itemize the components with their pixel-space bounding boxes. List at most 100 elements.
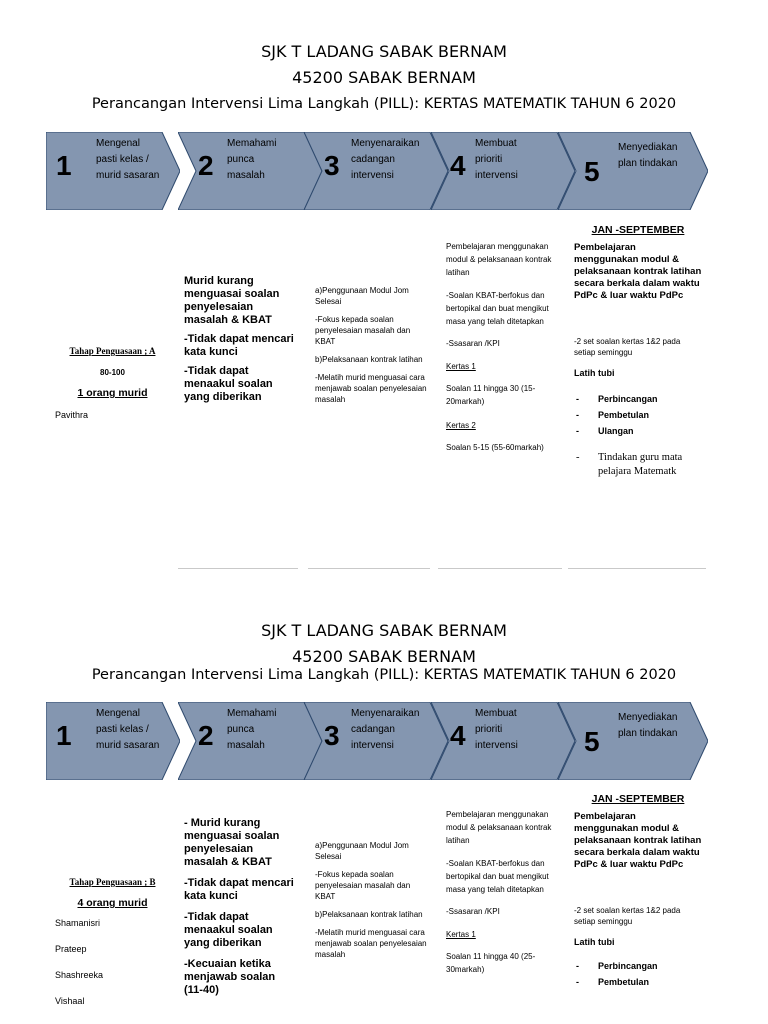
- mastery-level: Tahap Penguasaan ; A: [69, 346, 156, 356]
- step-number: 2: [198, 720, 214, 751]
- suggestion-item: -Fokus kepada soalan penyelesaian masala…: [315, 315, 411, 346]
- root-cause-item: - Murid kurang menguasai soalan penyeles…: [184, 817, 280, 868]
- step-label: Menyediakan plan tindakan: [618, 712, 678, 739]
- plan-sets: -2 set soalan kertas 1&2 pada setiap sem…: [574, 906, 681, 926]
- step-label: Menyenaraikan cadangan intervensi: [351, 138, 420, 181]
- period-label: JAN -SEPTEMBER: [591, 224, 685, 236]
- priority-kpi: -Ssasaran /KPI: [446, 907, 500, 916]
- drill-label: Latih tubi: [574, 368, 615, 378]
- root-cause-item: Murid kurang menguasai soalan penyelesai…: [184, 275, 280, 326]
- student-name: Vishaal: [55, 996, 85, 1006]
- pill-section-1: SJK T LADANG SABAK BERNAM 45200 SABAK BE…: [0, 0, 768, 590]
- step-2-chevron: 2 Memahami punca masalah: [178, 132, 322, 210]
- paper-2-label: Kertas 2: [446, 421, 476, 430]
- priority-intro: Pembelajaran menggunakan modul & pelaksa…: [446, 810, 552, 845]
- step-1-chevron: 1 Mengenal pasti kelas / murid sasaran: [46, 132, 180, 210]
- school-name: SJK T LADANG SABAK BERNAM: [261, 621, 507, 640]
- step-number: 2: [198, 150, 214, 181]
- paper-2-text: Soalan 5-15 (55-60markah): [446, 443, 544, 452]
- column-3-frame: [308, 218, 430, 569]
- student-name: Shamanisri: [55, 918, 101, 928]
- plan-title: Perancangan Intervensi Lima Langkah (PIL…: [91, 667, 677, 683]
- paper-1-text: Soalan 11 hingga 40 (25-30markah): [446, 952, 536, 974]
- drill-item: Pembetulan: [574, 974, 702, 990]
- step-number: 1: [56, 150, 72, 181]
- school-address: 45200 SABAK BERNAM: [292, 68, 476, 87]
- student-name: Pavithra: [55, 410, 89, 420]
- paper-1-label: Kertas 1: [446, 362, 476, 371]
- action-item: Tindakan guru mata pelajara Matematk: [574, 451, 702, 479]
- action-plan-column: JAN -SEPTEMBER Pembelajaran menggunakan …: [574, 793, 702, 990]
- column-2-frame: [178, 218, 298, 569]
- drill-list: Perbincangan Pembetulan Ulangan: [574, 391, 702, 439]
- school-address: 45200 SABAK BERNAM: [292, 647, 476, 666]
- drill-list: Perbincangan Pembetulan: [574, 958, 702, 990]
- step-3-chevron: 3 Menyenaraikan cadangan intervensi: [304, 702, 448, 780]
- step-chevrons: 1 Mengenal pasti kelas / murid sasaran 2…: [46, 132, 710, 210]
- student-count: 4 orang murid: [77, 897, 148, 909]
- step-label: Mengenal pasti kelas / murid sasaran: [96, 708, 160, 751]
- root-cause-item: -Tidak dapat mencari kata kunci: [184, 877, 294, 902]
- step-label: Memahami punca masalah: [227, 138, 277, 181]
- step-label: Menyenaraikan cadangan intervensi: [351, 708, 420, 751]
- drill-item: Pembetulan: [574, 407, 702, 423]
- root-cause-item: -Tidak dapat menaakul soalan yang diberi…: [184, 911, 273, 949]
- drill-item: Perbincangan: [574, 958, 702, 974]
- step-number: 1: [56, 720, 72, 751]
- step-label: Membuat prioriti intervensi: [475, 708, 518, 751]
- suggestion-item: -Melatih murid menguasai cara menjawab s…: [315, 373, 427, 404]
- suggestion-item: -Fokus kepada soalan penyelesaian masala…: [315, 870, 411, 901]
- priority-kbat: -Soalan KBAT-berfokus dan bertopikal dan…: [446, 291, 549, 326]
- root-cause-column: - Murid kurang menguasai soalan penyeles…: [184, 817, 294, 997]
- step-5-chevron: 5 Menyediakan plan tindakan: [558, 132, 708, 210]
- period-label: JAN -SEPTEMBER: [591, 793, 685, 805]
- priority-kpi: -Ssasaran /KPI: [446, 339, 500, 348]
- suggestion-item: a)Penggunaan Modul Jom Selesai: [315, 841, 409, 861]
- root-cause-column: Murid kurang menguasai soalan penyelesai…: [184, 275, 294, 404]
- root-cause-item: -Tidak dapat mencari kata kunci: [184, 333, 294, 358]
- drill-item: Ulangan: [574, 423, 702, 439]
- step-2-chevron: 2 Memahami punca masalah: [178, 702, 322, 780]
- drill-label: Latih tubi: [574, 937, 615, 947]
- root-cause-item: -Tidak dapat menaakul soalan yang diberi…: [184, 365, 273, 403]
- suggestion-item: b)Pelaksanaan kontrak latihan: [315, 355, 423, 364]
- intervention-suggestions-column: a)Penggunaan Modul Jom Selesai -Fokus ke…: [315, 285, 427, 405]
- student-name: Prateep: [55, 944, 87, 954]
- step-label: Menyediakan plan tindakan: [618, 142, 678, 169]
- target-class-column: Tahap Penguasaan ; B 4 orang murid Shama…: [55, 877, 170, 1007]
- priority-column: Pembelajaran menggunakan modul & pelaksa…: [446, 240, 558, 454]
- plan-intro: Pembelajaran menggunakan modul & pelaksa…: [574, 242, 702, 301]
- step-number: 3: [324, 720, 340, 751]
- student-count: 1 orang murid: [77, 387, 148, 399]
- step-label: Membuat prioriti intervensi: [475, 138, 518, 181]
- suggestion-item: b)Pelaksanaan kontrak latihan: [315, 910, 423, 919]
- student-name: Shashreeka: [55, 970, 104, 980]
- plan-sets: -2 set soalan kertas 1&2 pada setiap sem…: [574, 337, 681, 357]
- plan-title: Perancangan Intervensi Lima Langkah (PIL…: [91, 96, 677, 112]
- step-4-chevron: 4 Membuat prioriti intervensi: [431, 702, 575, 780]
- school-name: SJK T LADANG SABAK BERNAM: [261, 42, 507, 61]
- priority-intro: Pembelajaran menggunakan modul & pelaksa…: [446, 242, 552, 277]
- step-3-chevron: 3 Menyenaraikan cadangan intervensi: [304, 132, 448, 210]
- paper-1-label: Kertas 1: [446, 930, 476, 939]
- mastery-level: Tahap Penguasaan ; B: [69, 877, 156, 887]
- drill-item: Perbincangan: [574, 391, 702, 407]
- plan-intro: Pembelajaran menggunakan modul & pelaksa…: [574, 811, 702, 870]
- step-4-chevron: 4 Membuat prioriti intervensi: [431, 132, 575, 210]
- intervention-suggestions-column: a)Penggunaan Modul Jom Selesai -Fokus ke…: [315, 840, 427, 960]
- paper-1-text: Soalan 11 hingga 30 (15-20markah): [446, 384, 536, 406]
- step-label: Mengenal pasti kelas / murid sasaran: [96, 138, 160, 181]
- suggestion-item: a)Penggunaan Modul Jom Selesai: [315, 286, 409, 306]
- suggestion-item: -Melatih murid menguasai cara menjawab s…: [315, 928, 427, 959]
- step-number: 3: [324, 150, 340, 181]
- score-range: 80-100: [100, 368, 125, 377]
- step-number: 5: [584, 156, 600, 187]
- step-chevrons: 1 Mengenal pasti kelas / murid sasaran 2…: [46, 702, 710, 780]
- step-1-chevron: 1 Mengenal pasti kelas / murid sasaran: [46, 702, 180, 780]
- column-4-frame: [438, 218, 562, 569]
- step-label: Memahami punca masalah: [227, 708, 277, 751]
- step-number: 5: [584, 726, 600, 757]
- action-plan-column: JAN -SEPTEMBER Pembelajaran menggunakan …: [574, 224, 702, 479]
- column-5-frame: [568, 218, 706, 569]
